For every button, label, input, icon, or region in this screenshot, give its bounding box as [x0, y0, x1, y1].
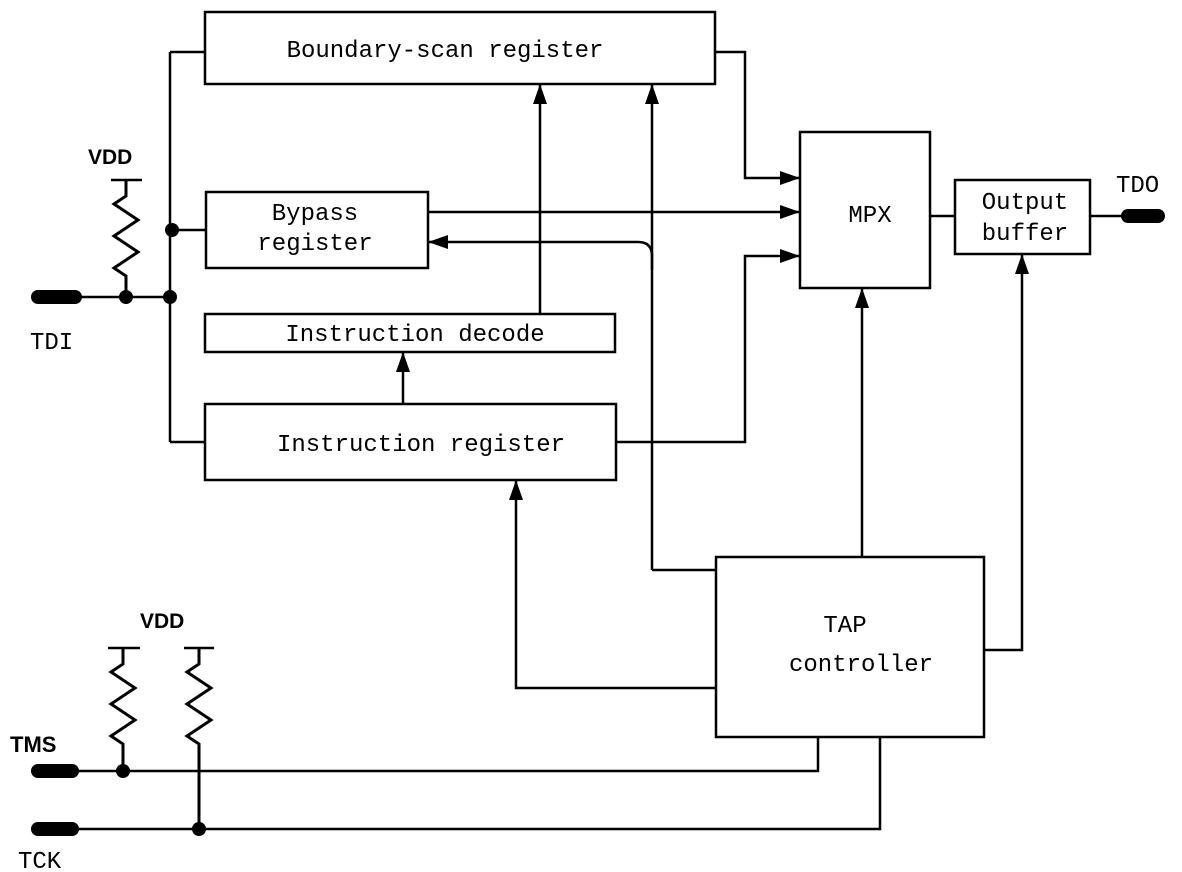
output-buffer-block: Output buffer — [953, 178, 1092, 256]
tms-pullup-resistor — [108, 648, 138, 771]
boundary-scan-register-block: Boundary-scan register — [203, 10, 717, 86]
output-buffer-label-line2: buffer — [982, 221, 1068, 248]
instruction-register-label: Instruction register — [277, 432, 565, 459]
tdi-label: TDI — [30, 330, 73, 357]
tms-tck-network: VDD TMS TCK — [10, 610, 882, 872]
tap-controller-label-line1: TAP — [823, 613, 866, 640]
tck-pullup-resistor — [184, 648, 214, 829]
vdd-label-top: VDD — [88, 146, 132, 169]
vdd-label-bottom: VDD — [140, 610, 184, 633]
bypass-register-label-line2: register — [257, 231, 372, 258]
mpx-block: MPX — [798, 130, 932, 290]
tms-label: TMS — [10, 732, 56, 757]
control-paths — [396, 84, 1029, 690]
output-buffer-label-line1: Output — [982, 190, 1068, 217]
instruction-register-block: Instruction register — [203, 402, 618, 482]
instruction-decode-block: Instruction decode — [203, 312, 617, 354]
tap-controller-label-line2: controller — [789, 652, 933, 679]
instruction-decode-label: Instruction decode — [285, 322, 544, 349]
mpx-label: MPX — [848, 203, 891, 230]
tdo-label: TDO — [1116, 173, 1159, 200]
bypass-register-block: Bypass register — [204, 190, 430, 270]
bypass-register-label-line1: Bypass — [272, 201, 358, 228]
data-paths: TDO — [428, 50, 1165, 444]
tck-label: TCK — [18, 849, 62, 872]
tap-controller-block: TAP controller — [714, 555, 986, 739]
tdi-network: TDI VDD — [30, 50, 206, 444]
tdi-pullup-resistor — [111, 180, 141, 297]
boundary-scan-register-label: Boundary-scan register — [287, 38, 604, 65]
